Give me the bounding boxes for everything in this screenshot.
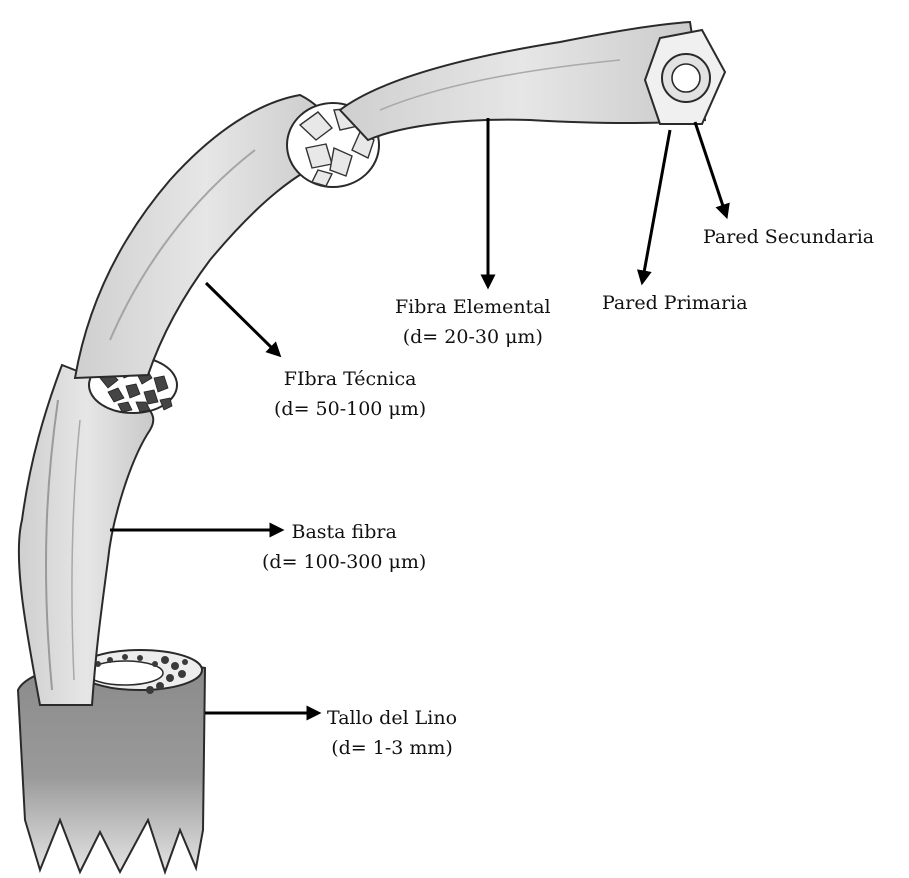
tallo-lino-name: Tallo del Lino bbox=[327, 703, 457, 733]
basta-fibra-size: (d= 100-300 μm) bbox=[262, 547, 426, 577]
label-basta-fibra: Basta fibra (d= 100-300 μm) bbox=[262, 517, 426, 577]
pared-secundaria-text: Pared Secundaria bbox=[703, 222, 874, 252]
elemental-fiber bbox=[340, 22, 725, 140]
arrow-pared-secundaria bbox=[695, 122, 725, 212]
technical-fiber bbox=[75, 95, 379, 378]
label-tallo-lino: Tallo del Lino (d= 1-3 mm) bbox=[327, 703, 457, 763]
label-pared-primaria: Pared Primaria bbox=[602, 288, 748, 318]
basta-fibra-name: Basta fibra bbox=[262, 517, 426, 547]
label-fibra-tecnica: FIbra Técnica (d= 50-100 μm) bbox=[274, 364, 426, 424]
pared-primaria-text: Pared Primaria bbox=[602, 288, 748, 318]
fibra-elemental-name: Fibra Elemental bbox=[395, 292, 551, 322]
arrow-fibra-tecnica bbox=[206, 283, 276, 352]
tallo-lino-size: (d= 1-3 mm) bbox=[327, 733, 457, 763]
label-fibra-elemental: Fibra Elemental (d= 20-30 μm) bbox=[395, 292, 551, 352]
fibra-tecnica-name: FIbra Técnica bbox=[274, 364, 426, 394]
fibra-elemental-size: (d= 20-30 μm) bbox=[395, 322, 551, 352]
label-pared-secundaria: Pared Secundaria bbox=[703, 222, 874, 252]
arrow-pared-primaria bbox=[643, 130, 670, 278]
fibra-tecnica-size: (d= 50-100 μm) bbox=[274, 394, 426, 424]
